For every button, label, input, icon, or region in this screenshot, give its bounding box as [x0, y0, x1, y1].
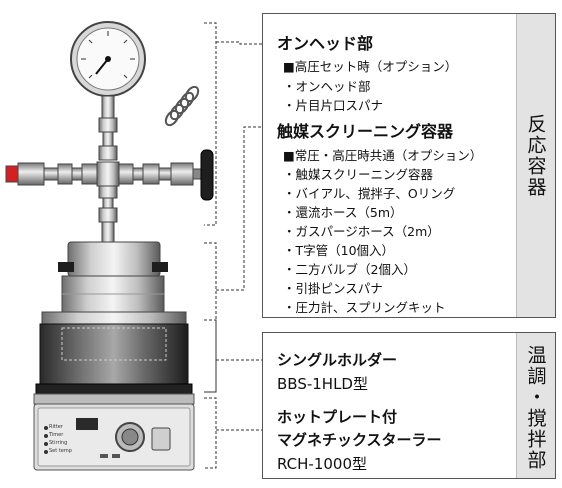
- spring-coil: [164, 85, 200, 127]
- bracket-hotplate: [204, 397, 262, 469]
- cross-fitting: [96, 161, 120, 187]
- onhead-item: ・片目片口スパナ: [283, 98, 384, 113]
- screening-item: ・T字管（10個入）: [283, 243, 395, 258]
- reactor-side-label: 反応容器: [516, 14, 555, 317]
- device-panel-labels: Ritter Timer Stirring Set temp: [49, 423, 72, 455]
- hotplate-stirrer: [33, 393, 195, 471]
- panel-label: Timer: [49, 432, 64, 438]
- panel-label: Stirring: [49, 440, 68, 446]
- stirrer-side-label: 温調・撹拌部: [516, 333, 555, 478]
- screening-item: ・触媒スクリーニング容器: [283, 167, 434, 182]
- vessel-head: [58, 241, 168, 313]
- screening-item: ・二方バルブ（2個入）: [283, 262, 416, 277]
- left-arm-fitting: [5, 162, 98, 186]
- bracket-holder: [204, 319, 262, 393]
- stirrer-box: 温調・撹拌部 シングルホルダー BBS-1HLD型 ホットプレート付 マグネチッ…: [262, 332, 556, 479]
- hotplate-model: RCH-1000型: [277, 455, 368, 473]
- onhead-item: ・オンヘッド部: [283, 79, 371, 94]
- onhead-option: ■高圧セット時（オプション）: [283, 59, 458, 74]
- reactor-vessel-box: 反応容器 オンヘッド部 ■高圧セット時（オプション） ・オンヘッド部 ・片目片口…: [262, 13, 556, 318]
- right-arm-valve: [118, 149, 214, 201]
- screening-item: ・ガスパージホース（2m）: [283, 224, 440, 239]
- holder-title: シングルホルダー: [277, 351, 398, 369]
- hotplate-title-2: マグネチックスターラー: [277, 431, 442, 449]
- single-holder: [35, 311, 193, 395]
- screening-item: ・バイアル、撹拌子、Oリング: [283, 186, 456, 201]
- hotplate-title-1: ホットプレート付: [277, 408, 398, 426]
- pressure-gauge: [70, 21, 146, 97]
- gauge-stem: [98, 95, 118, 161]
- screening-item: ・還流ホース（5m）: [283, 205, 403, 220]
- panel-label: Set temp: [49, 448, 72, 454]
- screening-option: ■常圧・高圧時共通（オプション）: [283, 148, 483, 163]
- onhead-title: オンヘッド部: [277, 34, 374, 53]
- equipment-illustration: [5, 21, 262, 471]
- screening-item: ・引掛ピンスパナ: [283, 281, 383, 296]
- screening-item: ・圧力計、スプリングキット: [283, 300, 446, 315]
- screening-title: 触媒スクリーニング容器: [277, 122, 454, 141]
- bracket-onhead: [204, 22, 262, 226]
- stirrer-side-text: 温調・撹拌部: [524, 345, 547, 471]
- holder-model: BBS-1HLD型: [277, 375, 368, 393]
- panel-label: Ritter: [49, 424, 63, 430]
- lower-stem: [98, 185, 118, 243]
- reactor-side-text: 反応容器: [524, 114, 547, 198]
